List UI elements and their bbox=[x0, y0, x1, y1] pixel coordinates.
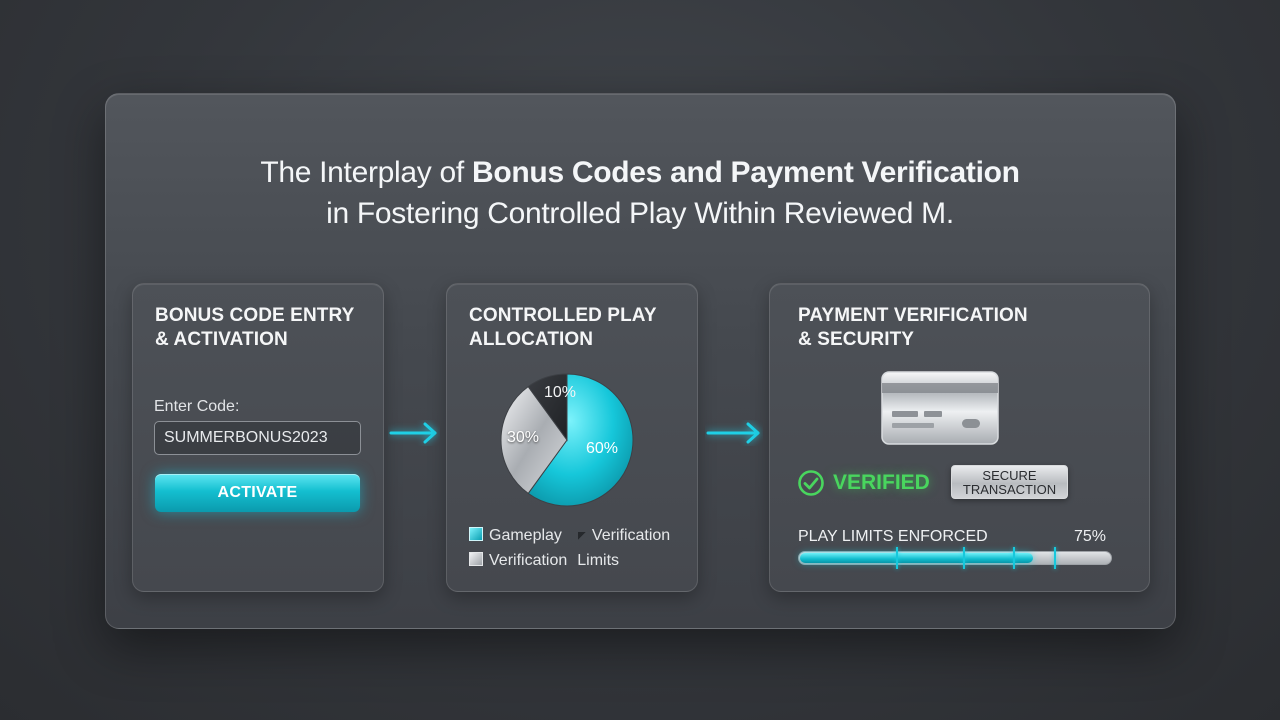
progress-tick bbox=[963, 547, 965, 569]
allocation-card-title: CONTROLLED PLAY ALLOCATION bbox=[469, 305, 657, 350]
play-limits-progress-bar bbox=[798, 547, 1112, 569]
progress-fill bbox=[800, 553, 1033, 563]
activate-button[interactable]: ACTIVATE bbox=[155, 474, 360, 512]
progress-tick bbox=[1013, 547, 1015, 569]
play-limits-percent: 75% bbox=[1074, 528, 1107, 545]
payment-card-title: PAYMENT VERIFICATION & SECURITY bbox=[798, 305, 1028, 350]
pie-label-30: 30% bbox=[507, 429, 540, 446]
progress-tick bbox=[1054, 547, 1056, 569]
pie-slice-60 bbox=[527, 373, 634, 507]
pie-chart-svg bbox=[500, 373, 634, 507]
code-field-label: Enter Code: bbox=[154, 398, 240, 415]
bonus-card-title: BONUS CODE ENTRY & ACTIVATION bbox=[155, 305, 355, 350]
legend-swatch-silver bbox=[469, 552, 483, 566]
payment-verification-card: PAYMENT VERIFICATION & SECURITY VERIFIED… bbox=[769, 283, 1150, 592]
pie-slice-30 bbox=[500, 385, 568, 495]
pie-label-10: 10% bbox=[544, 384, 577, 401]
verified-status: VERIFIED bbox=[797, 469, 930, 497]
allocation-pie-chart: 10% 30% 60% bbox=[495, 370, 640, 510]
page-subtitle: in Fostering Controlled Play Within Revi… bbox=[326, 197, 954, 230]
pie-label-60: 60% bbox=[586, 440, 619, 457]
legend-swatch-cyan bbox=[469, 527, 483, 541]
credit-card-icon bbox=[881, 371, 999, 445]
progress-tick bbox=[896, 547, 898, 569]
secure-transaction-badge: SECURE TRANSACTION bbox=[951, 465, 1068, 499]
legend-swatch-dark bbox=[577, 532, 586, 540]
arrow-right-icon bbox=[389, 422, 437, 444]
arrow-right-icon bbox=[706, 422, 760, 444]
play-limits-label: PLAY LIMITS ENFORCED bbox=[798, 528, 988, 545]
check-circle-icon bbox=[798, 470, 824, 496]
play-allocation-card: CONTROLLED PLAY ALLOCATION bbox=[446, 283, 698, 592]
bonus-code-input[interactable] bbox=[154, 421, 361, 455]
pie-slice-10 bbox=[527, 373, 568, 442]
bonus-code-card: BONUS CODE ENTRY & ACTIVATION Enter Code… bbox=[132, 283, 384, 592]
page-title-emphasis: Bonus Codes and Payment Verification bbox=[472, 156, 1020, 189]
page-title: The Interplay of Bonus Codes and Payment… bbox=[0, 152, 1280, 234]
